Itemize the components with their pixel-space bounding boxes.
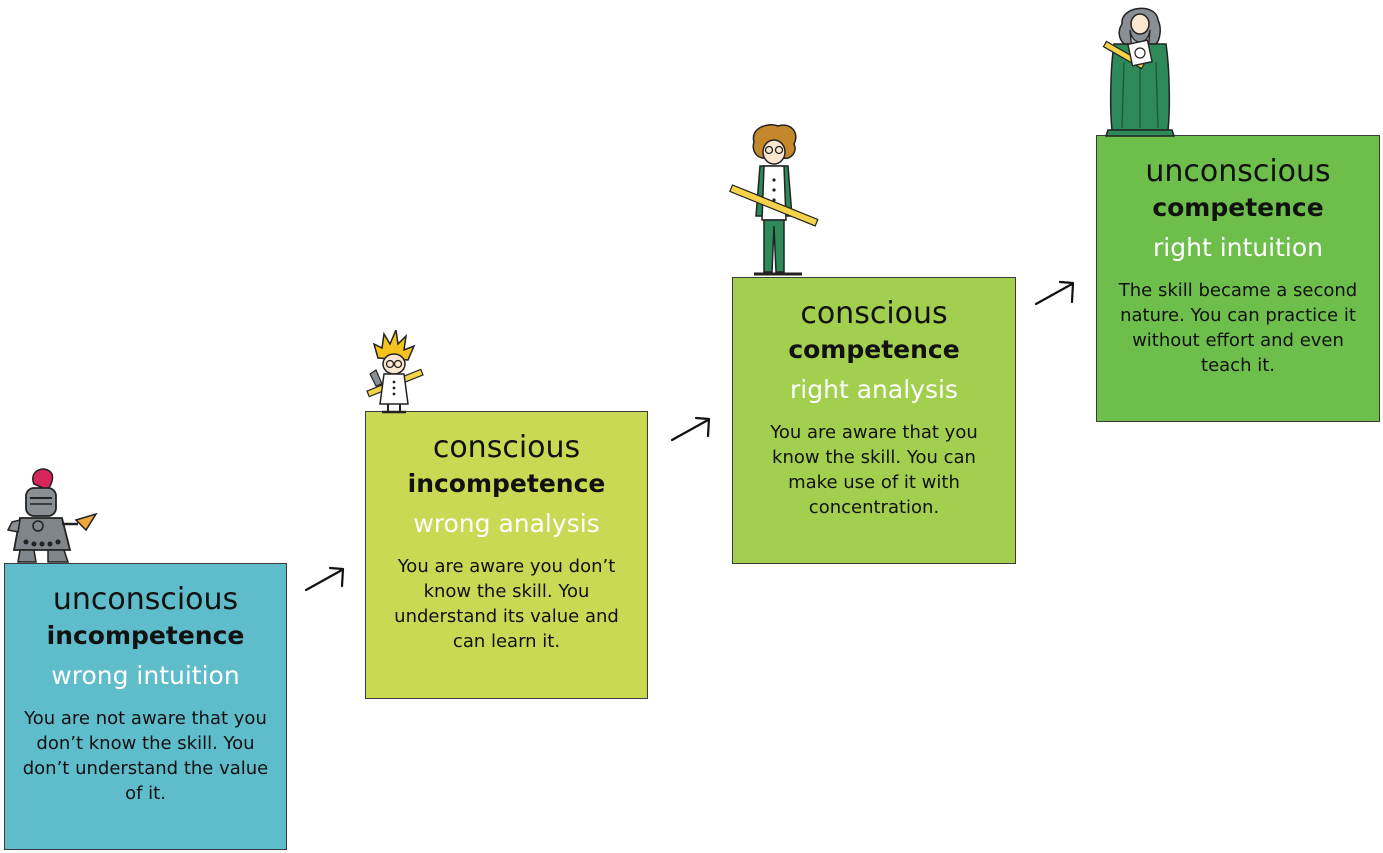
stage-title-line1: conscious [432,430,581,465]
knight-figure-icon [6,468,98,563]
stage-title-line2: incompetence [407,469,606,498]
stage-description: You are not aware that you don’t know th… [22,708,269,804]
stage-description: You are aware that you know the skill. Y… [770,422,978,518]
stage-title-line1: conscious [800,296,948,331]
stage-description: The skill became a second nature. You ca… [1118,280,1358,376]
stage-subtitle: right intuition [1153,233,1323,262]
stage-box-unconscious-competence: unconscious competence right intuition T… [1096,135,1380,422]
student-figure-icon [729,124,819,276]
stage-subtitle: wrong analysis [413,509,600,538]
stage-title-line1: unconscious [52,582,239,617]
step-arrow-icon [670,416,711,442]
stage-title-line2: competence [1152,193,1324,222]
stage-box-unconscious-incompetence: unconscious incompetence wrong intuition… [4,563,287,850]
stage-title-line2: incompetence [46,621,245,650]
wizard-figure-icon [1102,7,1176,137]
step-arrow-icon [1034,280,1075,306]
step-arrow-icon [304,566,345,592]
stage-title-line2: competence [788,335,960,364]
stage-description: You are aware you don’t know the skill. … [394,556,619,652]
stage-subtitle: wrong intuition [51,661,240,690]
stage-subtitle: right analysis [790,375,958,404]
scientist-figure-icon [366,330,424,414]
stage-box-conscious-competence: conscious competence right analysis You … [732,277,1016,564]
stage-title-line1: unconscious [1145,154,1331,189]
stage-box-conscious-incompetence: conscious incompetence wrong analysis Yo… [365,411,648,699]
